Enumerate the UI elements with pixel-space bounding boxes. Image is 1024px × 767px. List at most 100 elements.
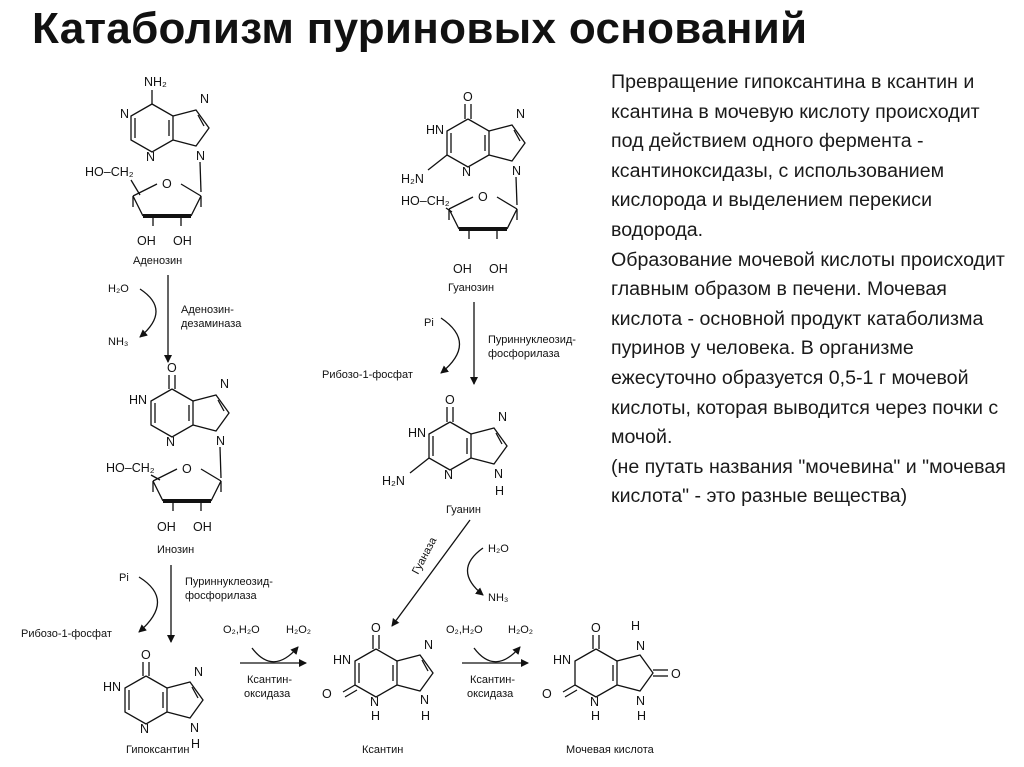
guanine-structure: O HN N N N H H₂N <box>382 393 508 498</box>
hypoxanthine-h9: H <box>191 737 200 751</box>
adenosine-deaminase-line-1: Аденозин- <box>181 304 234 316</box>
guanosine-oh-2: OH <box>453 262 472 276</box>
adenosine-amino-group: NH₂ <box>144 75 167 89</box>
inosine-ho-ch2: HO–CH₂ <box>106 461 155 475</box>
hypoxanthine-n7: N <box>194 665 203 679</box>
xo1-label-line-1: Ксантин- <box>247 674 292 686</box>
xo1-oxygen-water: O₂,H₂O <box>223 624 260 636</box>
guanosine-oh-3: OH <box>489 262 508 276</box>
xanthine-carbonyl-oxygen-2: O <box>322 687 332 701</box>
guanosine-step-phosphate: Pi <box>424 317 434 329</box>
guanase-label: Гуаназа <box>410 535 440 577</box>
xanthine-h3: H <box>371 709 380 723</box>
adenosine-oh-2: OH <box>137 234 156 248</box>
uric-acid-n3: N <box>590 695 599 709</box>
pnp-left-line-2: фосфорилаза <box>185 590 258 602</box>
guanosine-structure: O HN N N N H₂N O HO–CH₂ OH OH <box>401 90 526 276</box>
adenosine-ring-oxygen: O <box>162 177 172 191</box>
guanine-amino-group: H₂N <box>382 474 405 488</box>
explanation-paragraph-1: Превращение гипоксантина в ксантин и кса… <box>611 71 980 241</box>
inosine-n3: N <box>166 435 175 449</box>
guanine-n7: N <box>498 410 507 424</box>
inosine-structure: O HN N N N O HO–CH₂ OH OH <box>106 361 230 534</box>
uric-acid-hn: HN <box>553 653 571 667</box>
xo2-label-line-2: оксидаза <box>467 688 514 700</box>
inosine-oh-3: OH <box>193 520 212 534</box>
uric-acid-oxygen-2: O <box>542 687 552 701</box>
adenosine-step-ammonia: NH₃ <box>108 336 128 348</box>
guanosine-ho-ch2: HO–CH₂ <box>401 194 450 208</box>
adenosine-deaminase-line-2: дезаминаза <box>181 318 242 330</box>
guanosine-label: Гуанозин <box>448 282 494 294</box>
adenosine-label: Аденозин <box>133 255 182 267</box>
inosine-n9: N <box>216 434 225 448</box>
guanine-h9: H <box>495 484 504 498</box>
adenosine-n3: N <box>146 150 155 164</box>
xanthine-structure: O HN O N H N N H <box>322 621 434 723</box>
hypoxanthine-structure: O HN N N N H <box>103 648 204 751</box>
guanine-n9: N <box>494 467 503 481</box>
uric-acid-n7: N <box>636 639 645 653</box>
hypoxanthine-hn: HN <box>103 680 121 694</box>
inosine-oh-2: OH <box>157 520 176 534</box>
xo2-peroxide: H₂O₂ <box>508 624 533 636</box>
uric-acid-label: Мочевая кислота <box>566 744 655 756</box>
explanation-text: Превращение гипоксантина в ксантин и кса… <box>611 68 1011 512</box>
inosine-n7: N <box>220 377 229 391</box>
guanosine-n3: N <box>462 165 471 179</box>
xanthine-carbonyl-oxygen-6: O <box>371 621 381 635</box>
uric-acid-h9: H <box>637 709 646 723</box>
guanine-label: Гуанин <box>446 504 481 516</box>
adenosine-ho-ch2: HO–CH₂ <box>85 165 134 179</box>
explanation-paragraph-2: Образование мочевой кислоты происходит г… <box>611 248 1005 449</box>
xanthine-h9: H <box>421 709 430 723</box>
guanosine-n7: N <box>516 107 525 121</box>
uric-acid-oxygen-6: O <box>591 621 601 635</box>
adenosine-n7: N <box>200 92 209 106</box>
adenosine-n9: N <box>196 149 205 163</box>
inosine-step-ribose-phosphate: Рибозо-1-фосфат <box>21 628 112 640</box>
pnp-right-line-1: Пуриннуклеозид- <box>488 334 576 346</box>
inosine-label: Инозин <box>157 544 194 556</box>
xanthine-n9: N <box>420 693 429 707</box>
adenosine-structure: NH₂ N N N N O HO–CH₂ OH OH <box>85 75 210 248</box>
xo1-label-line-2: оксидаза <box>244 688 291 700</box>
xo2-label-line-1: Ксантин- <box>470 674 515 686</box>
guanine-step-ammonia: NH₃ <box>488 592 508 604</box>
inosine-carbonyl-oxygen: O <box>167 361 177 375</box>
uric-acid-h7: H <box>631 619 640 633</box>
adenosine-n1: N <box>120 107 129 121</box>
xanthine-n3: N <box>370 695 379 709</box>
hypoxanthine-carbonyl-oxygen: O <box>141 648 151 662</box>
guanine-step-water: H₂O <box>488 543 509 555</box>
pnp-right-line-2: фосфорилаза <box>488 348 561 360</box>
xanthine-n7: N <box>424 638 433 652</box>
adenosine-oh-3: OH <box>173 234 192 248</box>
guanosine-n9: N <box>512 164 521 178</box>
uric-acid-structure: O HN O N H H N N H O <box>542 619 681 723</box>
adenosine-step-water: H₂O <box>108 283 129 295</box>
uric-acid-h3: H <box>591 709 600 723</box>
inosine-ring-oxygen: O <box>182 462 192 476</box>
xo2-oxygen-water: O₂,H₂O <box>446 624 483 636</box>
guanosine-carbonyl-oxygen: O <box>463 90 473 104</box>
inosine-step-phosphate: Pi <box>119 572 129 584</box>
inosine-hn: HN <box>129 393 147 407</box>
hypoxanthine-n9: N <box>190 721 199 735</box>
xanthine-hn: HN <box>333 653 351 667</box>
guanosine-step-ribose-phosphate: Рибозо-1-фосфат <box>322 369 413 381</box>
xanthine-label: Ксантин <box>362 744 403 756</box>
xo1-peroxide: H₂O₂ <box>286 624 311 636</box>
guanine-n3: N <box>444 468 453 482</box>
uric-acid-oxygen-8: O <box>671 667 681 681</box>
guanosine-hn: HN <box>426 123 444 137</box>
guanosine-ring-oxygen: O <box>478 190 488 204</box>
uric-acid-n9: N <box>636 694 645 708</box>
hypoxanthine-n3: N <box>140 722 149 736</box>
guanosine-amino-group: H₂N <box>401 172 424 186</box>
pnp-left-line-1: Пуриннуклеозид- <box>185 576 273 588</box>
hypoxanthine-label: Гипоксантин <box>126 744 189 756</box>
slide-title: Катаболизм пуриновых оснований <box>32 4 808 53</box>
guanine-carbonyl-oxygen: O <box>445 393 455 407</box>
